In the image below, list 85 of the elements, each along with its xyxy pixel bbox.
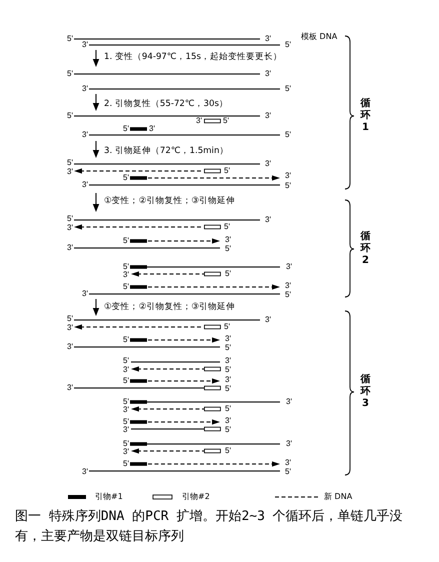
strand-end-label: 5' [285, 85, 291, 93]
strand-end-label: 3' [123, 426, 129, 434]
strand-end-label: 3' [123, 448, 129, 456]
strand-end-label: 3' [286, 440, 292, 448]
strand-end-label: 5' [285, 291, 291, 299]
cycle-label: 循环2 [360, 231, 371, 267]
strand-end-label: 5' [67, 70, 73, 78]
strand-end-label: 5' [225, 270, 231, 278]
strand-end-label: 3' [82, 85, 88, 93]
strand-end-label: 3' [82, 131, 88, 139]
strand-end-label: 5' [225, 405, 231, 413]
strand-end-label: 3' [225, 357, 231, 365]
strand-end-label: 5' [225, 447, 231, 455]
strand-end-label: 3' [265, 216, 271, 224]
strand-end-label: 5' [225, 245, 231, 253]
strand-end-label: 5' [123, 460, 129, 468]
strand-end-label: 5' [223, 117, 229, 125]
strand-end-label: 3' [265, 70, 271, 78]
strand-end-label: 3' [225, 417, 231, 425]
strand-end-label: 5' [123, 263, 129, 271]
strand-end-label: 3' [286, 263, 292, 271]
strand-end-label: 3' [285, 282, 291, 290]
step-label: 1. 变性（94-97℃，15s，起始变性要更长） [104, 52, 282, 62]
strand-end-label: 5' [224, 167, 230, 175]
strand-end-label: 5' [285, 468, 291, 476]
strand-end-label: 5' [123, 174, 129, 182]
strand-end-label: 5' [123, 283, 129, 291]
strand-end-label: 3' [67, 384, 73, 392]
strand-end-label: 3' [123, 366, 129, 374]
strand-end-label: 3' [67, 244, 73, 252]
strand-end-label: 3' [225, 335, 231, 343]
strand-end-label: 5' [67, 35, 73, 43]
strand-end-label: 3' [67, 324, 73, 332]
strand-end-label: 3' [123, 406, 129, 414]
strand-end-label: 3' [82, 181, 88, 189]
caption: 图一 特殊序列DNA 的PCR 扩增。开始2~3 个循环后，单链几乎没有，主要产物是双链目标序列 [15, 508, 404, 546]
strand-end-label: 3' [265, 316, 271, 324]
step-label: ①变性；②引物复性；③引物延伸 [104, 196, 236, 206]
strand-end-label: 5' [67, 315, 73, 323]
strand-end-label: 5' [225, 366, 231, 374]
strand-end-label: 5' [225, 426, 231, 434]
strand-end-label: 5' [285, 41, 291, 49]
strand-end-label: 3' [123, 271, 129, 279]
strand-end-label: 3' [225, 376, 231, 384]
strand-end-label: 3' [265, 35, 271, 43]
strand-end-label: 3' [67, 168, 73, 176]
strand-end-label: 3' [285, 172, 291, 180]
strand-end-label: 5' [224, 223, 230, 231]
step-label: ①变性；②引物复性；③引物延伸 [104, 302, 236, 312]
strand-end-label: 5' [225, 344, 231, 352]
strand-end-label: 3' [82, 41, 88, 49]
strand-end-label: 5' [67, 215, 73, 223]
strand-end-label: 3' [225, 236, 231, 244]
strand-end-label: 3' [149, 125, 155, 133]
cycle-label: 循环3 [360, 374, 371, 410]
strand-end-label: 3' [196, 117, 202, 125]
strand-end-label: 5' [123, 357, 129, 365]
strand-end-label: 3' [82, 290, 88, 298]
strand-end-label: 5' [67, 159, 73, 167]
strand-end-label: 5' [225, 385, 231, 393]
cycle-label: 循环1 [360, 98, 371, 134]
legend-label: 引物#2 [182, 493, 210, 501]
strand-end-label: 3' [286, 398, 292, 406]
strand-end-label: 5' [123, 398, 129, 406]
strand-end-label: 5' [123, 336, 129, 344]
strand-end-label: 5' [123, 418, 129, 426]
strand-end-label: 5' [224, 323, 230, 331]
strand-end-label: 5' [123, 125, 129, 133]
strand-end-label: 3' [265, 112, 271, 120]
step-label: 3. 引物延伸（72℃，1.5min） [104, 146, 228, 156]
strand-end-label: 3' [67, 343, 73, 351]
strand-end-label: 5' [123, 237, 129, 245]
legend-label: 引物#1 [95, 493, 123, 501]
strand-end-label: 3' [82, 468, 88, 476]
strand-end-label: 3' [285, 459, 291, 467]
strand-end-label: 5' [285, 131, 291, 139]
strand-end-label: 3' [265, 160, 271, 168]
strand-end-label: 5' [285, 182, 291, 190]
strand-end-label: 3' [67, 224, 73, 232]
legend-label: 新 DNA [324, 493, 352, 501]
step-label: 2. 引物复性（55-72℃，30s） [104, 100, 228, 108]
strand-label: 模板 DNA [301, 33, 338, 41]
strand-end-label: 5' [123, 377, 129, 385]
strand-end-label: 5' [123, 440, 129, 448]
strand-end-label: 5' [67, 112, 73, 120]
